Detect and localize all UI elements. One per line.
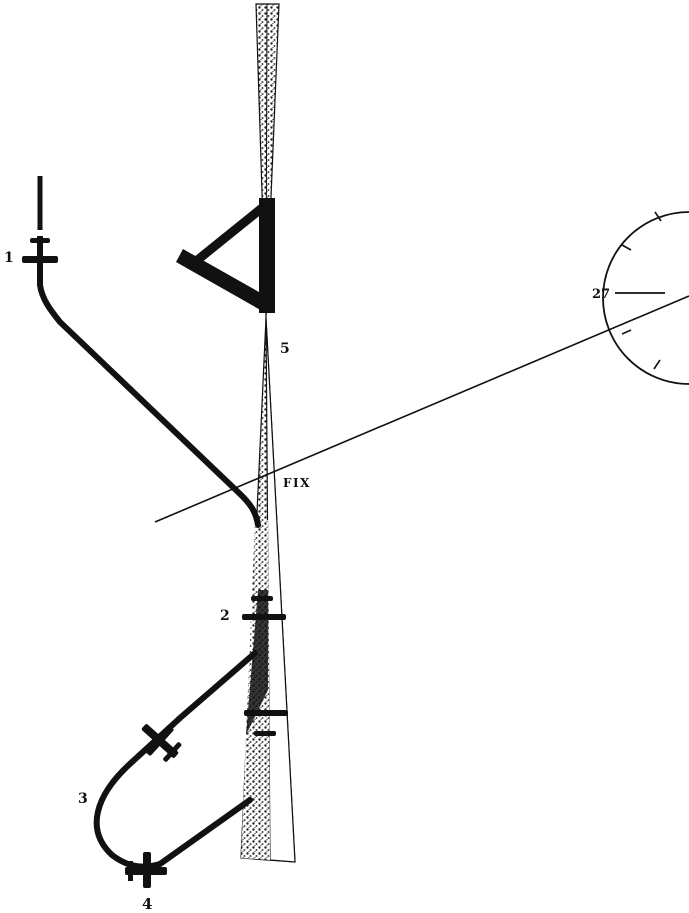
label-position-5: 5 <box>280 341 290 357</box>
flight-path-holding <box>97 653 255 867</box>
flight-path-entry <box>40 266 258 525</box>
aircraft-position-4 <box>125 852 167 888</box>
compass-rose-arc <box>603 212 689 384</box>
label-position-3: 3 <box>78 791 88 807</box>
aircraft-position-1 <box>22 176 58 266</box>
label-fix: FIX <box>283 476 311 490</box>
localizer-wedge-lower <box>241 318 295 862</box>
label-position-4: 4 <box>142 895 152 913</box>
label-radial-27: 27 <box>592 287 610 302</box>
label-position-2: 2 <box>220 608 230 624</box>
label-position-1: 1 <box>4 250 14 266</box>
station-marker <box>176 198 275 313</box>
